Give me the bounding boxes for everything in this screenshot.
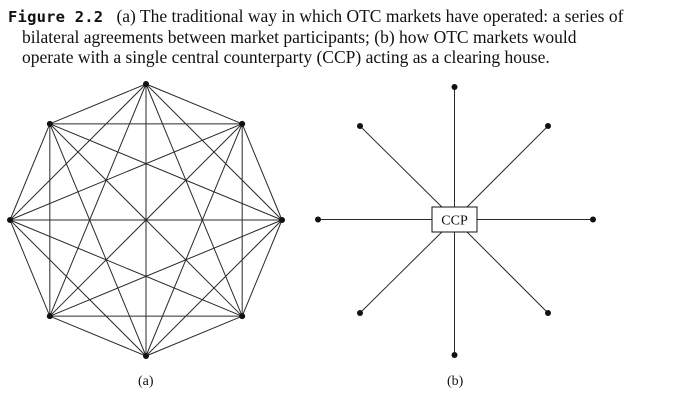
bilateral-link	[145, 83, 243, 317]
figure-label: Figure 2.2	[8, 8, 104, 26]
ccp-link	[359, 219, 455, 314]
participant-node	[239, 120, 246, 127]
bilateral-network-diagram	[7, 81, 285, 359]
participant-node	[143, 353, 149, 359]
participant-node	[239, 313, 246, 320]
ccp-link	[454, 125, 549, 220]
bilateral-link	[9, 123, 243, 221]
participant-node	[315, 216, 321, 223]
participant-node	[545, 123, 551, 129]
bilateral-link	[49, 83, 147, 125]
participant-node	[545, 310, 551, 316]
bilateral-link	[49, 315, 147, 357]
participant-node	[46, 313, 53, 320]
participant-node	[143, 81, 149, 87]
ccp-box	[431, 206, 478, 233]
diagram-a-label: (a)	[138, 374, 154, 389]
caption-line-1: Figure 2.2 (a) The traditional way in wh…	[8, 6, 670, 27]
ccp-label: CCP	[441, 214, 468, 229]
bilateral-link	[9, 219, 51, 317]
caption-line-2: bilateral agreements between market part…	[22, 27, 577, 47]
bilateral-link	[9, 219, 147, 357]
ccp-star-diagram: CCP	[315, 84, 596, 358]
ccp-spokes	[315, 84, 596, 358]
bilateral-link	[49, 219, 283, 317]
participant-node	[357, 123, 363, 129]
figure-caption: Figure 2.2 (a) The traditional way in wh…	[8, 6, 670, 67]
ccp-link	[454, 219, 549, 314]
bilateral-link	[49, 123, 243, 317]
diagram-b-label: (b)	[447, 374, 464, 389]
bilateral-link	[49, 123, 283, 221]
bilateral-link	[241, 123, 283, 221]
participant-node	[279, 217, 285, 223]
participant-node	[451, 84, 458, 90]
bilateral-link	[241, 219, 283, 317]
bilateral-link	[49, 83, 147, 317]
participant-node	[590, 216, 596, 223]
participant-node	[451, 352, 458, 358]
bilateral-link	[9, 219, 243, 317]
bilateral-link	[145, 123, 243, 357]
ccp-link	[359, 125, 455, 220]
bilateral-link	[9, 123, 51, 221]
bilateral-link	[145, 83, 243, 125]
participant-node	[46, 120, 53, 127]
bilateral-link	[145, 315, 243, 357]
participant-node	[7, 217, 13, 223]
caption-line-3: operate with a single central counterpar…	[22, 47, 550, 67]
caption-text-1: (a) The traditional way in which OTC mar…	[116, 6, 624, 26]
participant-node	[357, 310, 363, 316]
bilateral-link	[49, 123, 147, 357]
